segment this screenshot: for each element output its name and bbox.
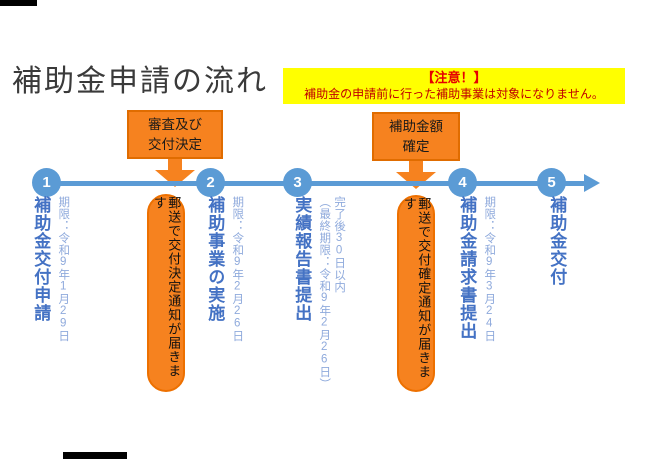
step-3-label-group: 実績報告書提出 完了後30日以内 （最終期限：令和9年2月26日） [291,196,346,390]
step-2-label: 補助事業の実施 [205,196,225,322]
step-1-label-group: 補助金交付申請 期限：令和9年1月29日 [30,196,70,342]
corner-mark-top [0,0,37,6]
step-3-label: 実績報告書提出 [292,196,312,322]
callout-review-decision-label: 審査及び 交付決定 [127,110,223,160]
step-5-label: 補助金交付 [547,196,567,286]
step-5-circle: 5 [537,168,566,197]
mail-notice-confirmation-pill: 郵送で交付確定通知が届きます [397,195,435,392]
step-1-sublabel: 期限：令和9年1月29日 [57,196,70,342]
callout-amount-fixed: 補助金額 確定 [372,112,460,190]
mail-notice-decision-text: 郵送で交付決定通知が届きます [152,196,182,378]
step-5-label-group: 補助金交付 [546,196,571,286]
notice-body: 補助金の申請前に行った補助事業は対象になりません。 [304,86,604,101]
callout-amount-fixed-label: 補助金額 確定 [372,112,460,162]
timeline-arrowhead-icon [584,174,600,192]
step-4-sublabel: 期限：令和9年3月24日 [483,196,496,342]
step-1-label: 補助金交付申請 [31,196,51,322]
corner-mark-bottom [63,452,127,459]
step-2-label-group: 補助事業の実施 期限：令和9年2月26日 [204,196,244,342]
step-2-circle: 2 [196,168,225,197]
step-4-circle: 4 [448,168,477,197]
step-2-sublabel: 期限：令和9年2月26日 [231,196,244,342]
page-title: 補助金申請の流れ [12,65,268,98]
notice-title: 【注意！】 [421,69,487,85]
callout-review-decision: 審査及び 交付決定 [127,110,223,188]
mail-notice-confirmation-text: 郵送で交付確定通知が届きます [402,197,432,379]
step-1-circle: 1 [32,168,61,197]
step-3-circle: 3 [283,168,312,197]
notice-box: 【注意！】 補助金の申請前に行った補助事業は対象になりません。 [283,68,625,104]
timeline-line [40,181,586,186]
step-4-label: 補助金請求書提出 [457,196,477,340]
step-4-label-group: 補助金請求書提出 期限：令和9年3月24日 [456,196,496,342]
mail-notice-decision-pill: 郵送で交付決定通知が届きます [147,194,185,392]
step-3-sublabel: 完了後30日以内 （最終期限：令和9年2月26日） [318,196,346,390]
